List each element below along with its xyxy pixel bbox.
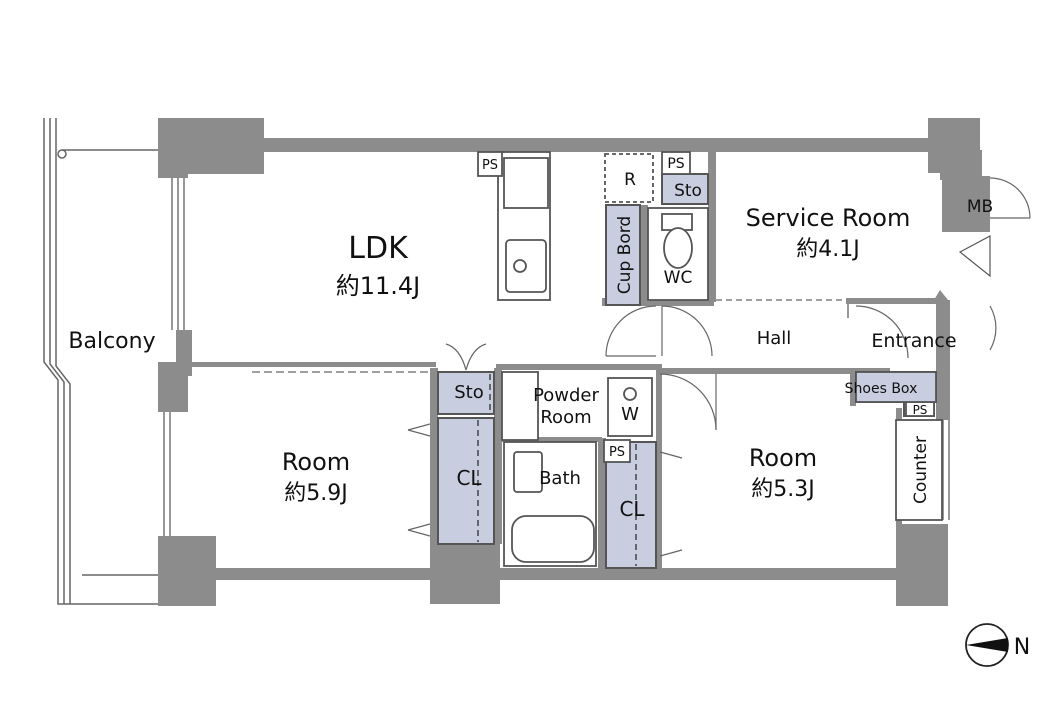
bath-label: Bath	[539, 468, 581, 489]
north-arrow-icon: N	[965, 623, 1030, 667]
balcony-area	[43, 118, 160, 605]
room-right-name: Room	[749, 444, 817, 472]
sto-label-top: Sto	[674, 181, 702, 201]
ps-label-entrance: PS	[913, 403, 928, 417]
windows	[163, 175, 950, 536]
shoes-box-label: Shoes Box	[845, 381, 918, 397]
room-ldk-name: LDK	[348, 231, 409, 266]
ps-label-top: PS	[667, 156, 684, 172]
cup-bord-label: Cup Bord	[615, 216, 635, 294]
counter-label: Counter	[911, 436, 931, 504]
ps-label-bath: PS	[609, 445, 625, 460]
washer-label: W	[621, 404, 639, 425]
room-left-name: Room	[282, 448, 350, 476]
mb-label: MB	[967, 197, 993, 217]
sto-label-left: Sto	[454, 382, 484, 403]
powder-room-label-line2: Room	[540, 407, 591, 428]
balcony-label: Balcony	[68, 329, 155, 354]
closet-label-left: CL	[456, 466, 482, 490]
closet-label-right: CL	[619, 497, 645, 521]
room-left-size: 約5.9J	[284, 481, 347, 506]
doors	[252, 177, 1031, 557]
fixtures	[477, 151, 943, 567]
hall-label: Hall	[757, 328, 792, 349]
entrance-label: Entrance	[871, 330, 956, 352]
room-ldk-size: 約11.4J	[336, 272, 421, 300]
room-service-name: Service Room	[746, 204, 911, 232]
room-right-size: 約5.3J	[751, 477, 814, 502]
wc-label: WC	[664, 268, 693, 288]
closet-rails	[477, 374, 637, 566]
north-label: N	[1014, 635, 1030, 660]
powder-room-label-line1: Powder	[533, 385, 599, 406]
room-service-size: 約4.1J	[796, 237, 859, 262]
refrigerator-label: R	[624, 170, 636, 190]
walls	[158, 118, 990, 606]
ps-label-kitchen: PS	[482, 158, 498, 173]
